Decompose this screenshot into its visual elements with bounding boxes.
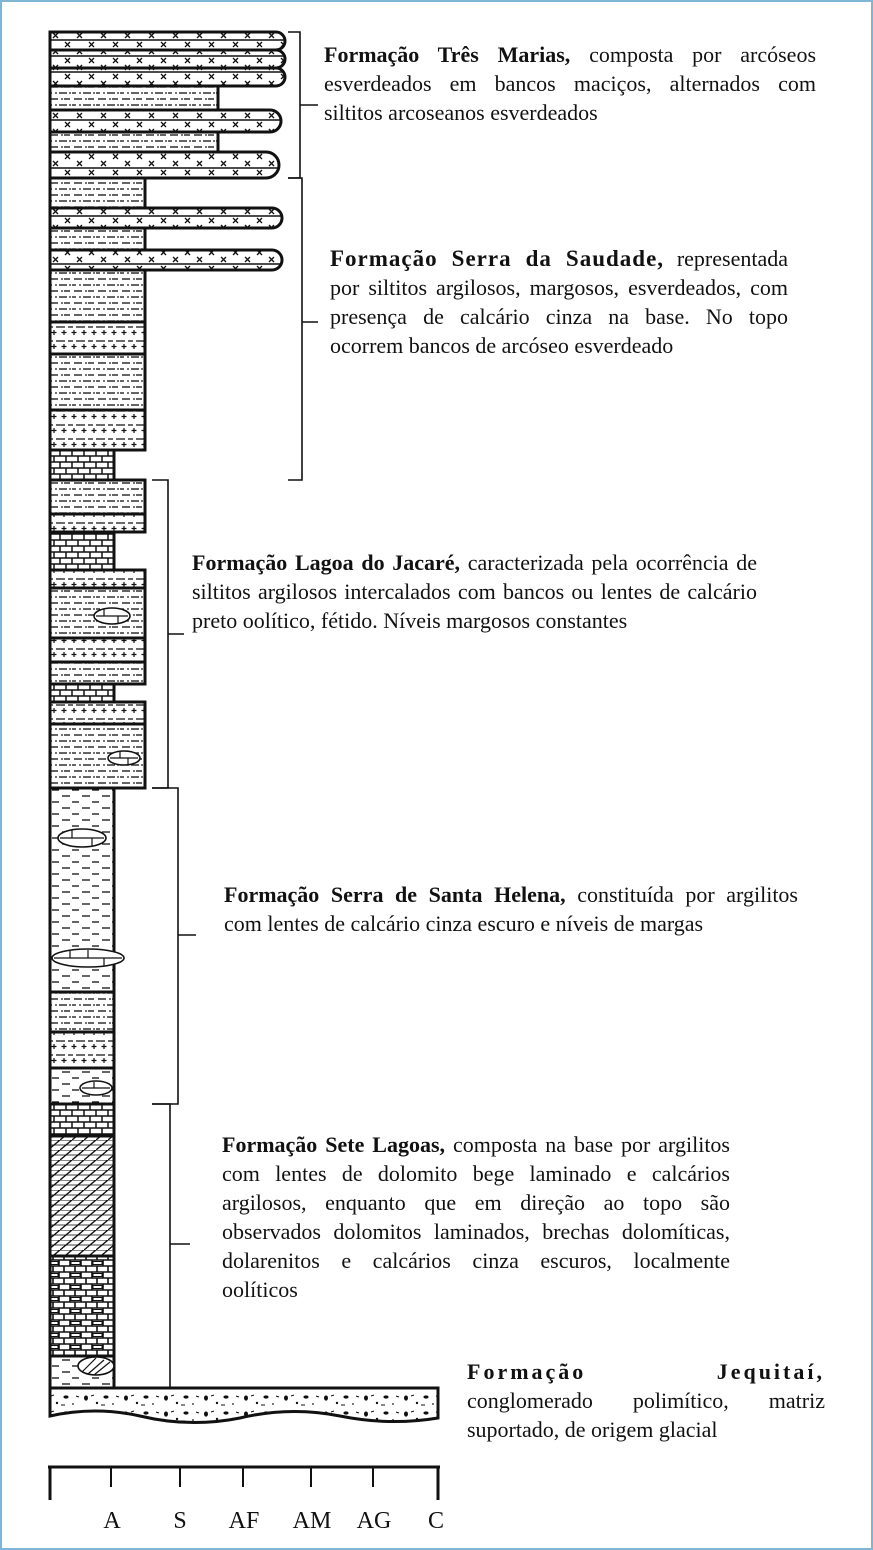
formation-text: caracterizada pela ocorrência de siltito…: [192, 550, 757, 633]
column-beds: [48, 30, 440, 1425]
bracket-lagoa-do-jacare: [152, 479, 184, 789]
bed-marl: [48, 512, 147, 534]
grain-label-cascalho: C: [427, 1508, 445, 1534]
bed-arkose: [48, 30, 287, 52]
bed-limestone: [48, 530, 116, 572]
formation-name: Formação Serra da Saudade,: [330, 246, 665, 271]
bed-siltstone: [48, 176, 147, 210]
bracket-sete-lagoas: [152, 1103, 190, 1388]
bed-arkose: [48, 150, 281, 180]
bed-siltstone: [48, 130, 220, 154]
grain-label-silte: S: [173, 1508, 187, 1534]
formation-text: composta na base por argilitos com lente…: [222, 1132, 730, 1302]
bracket-tres-marias: [288, 31, 318, 179]
grain-label-areia-grossa: AG: [356, 1508, 392, 1534]
bracket-serra-de-santa-helena: [152, 787, 196, 1105]
description-serra-da-saudade: Formação Serra da Saudade, representada …: [330, 244, 788, 360]
bed-siltstone: [48, 226, 147, 252]
bed-siltstone: [48, 478, 147, 516]
bed-marl: [48, 636, 147, 664]
carbonate-lenses: [51, 607, 141, 1376]
bed-siltstone: [48, 990, 116, 1034]
bed-siltstone: [48, 660, 147, 686]
bed-marl: [48, 700, 147, 726]
bed-arkose: [48, 206, 284, 230]
formation-text: conglomerado polimítico, matriz suportad…: [467, 1388, 825, 1442]
bed-conglomerate: [48, 1386, 440, 1425]
grain-label-areia-fina: AF: [228, 1508, 260, 1534]
description-sete-lagoas: Formação Sete Lagoas, composta na base p…: [222, 1130, 730, 1304]
bed-dolomite-laminated: [48, 1134, 116, 1258]
bed-limestone: [48, 448, 116, 482]
bed-limestone: [48, 1102, 116, 1138]
bed-dolomitic-limestone: [48, 1254, 116, 1358]
formation-text: composta por arcóseos esverdeados em ban…: [324, 42, 817, 125]
bed-arkose: [48, 248, 284, 272]
description-tres-marias: Formação Três Marias, composta por arcós…: [324, 40, 816, 127]
grain-label-argila: A: [103, 1508, 121, 1534]
formation-name: Formação Lagoa do Jacaré,: [192, 550, 461, 575]
bed-siltstone: [48, 352, 147, 412]
bed-siltstone: [48, 84, 220, 112]
formation-name: Formação Sete Lagoas,: [222, 1132, 446, 1157]
bracket-serra-da-saudade: [288, 177, 318, 481]
dolomite-lens: [77, 1356, 115, 1376]
grain-label-areia-media: AM: [292, 1508, 332, 1534]
description-serra-de-santa-helena: Formação Serra de Santa Helena, constitu…: [224, 880, 798, 938]
bed-limestone: [48, 682, 116, 704]
formation-name: Formação Jequitaí,: [467, 1359, 825, 1384]
description-jequitai: Formação Jequitaí, conglomerado polimíti…: [467, 1357, 825, 1444]
bed-arkose: [48, 108, 283, 134]
formation-text: constituída por argilitos com lentes de …: [224, 882, 798, 936]
bed-arkose: [48, 48, 287, 70]
formation-name: Formação Três Marias,: [324, 42, 571, 67]
bed-marl: [48, 320, 147, 356]
bed-arkose: [48, 66, 287, 88]
bed-marl: [48, 1030, 116, 1070]
formation-brackets: [152, 31, 318, 1388]
formation-text: representada por siltitos argilosos, mar…: [330, 246, 788, 358]
bed-marl: [48, 568, 147, 590]
bed-marl: [48, 408, 147, 452]
description-lagoa-do-jacare: Formação Lagoa do Jacaré, caracterizada …: [192, 548, 757, 635]
bed-siltstone: [48, 268, 147, 324]
formation-name: Formação Serra de Santa Helena,: [224, 882, 566, 907]
grain-size-scale: [48, 1465, 440, 1500]
